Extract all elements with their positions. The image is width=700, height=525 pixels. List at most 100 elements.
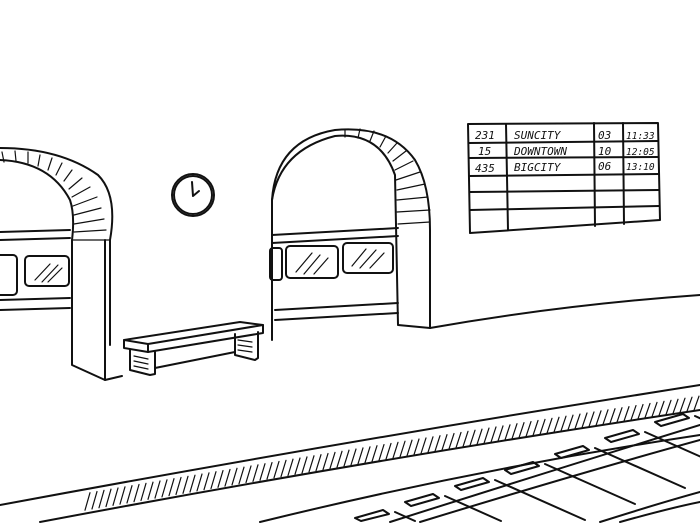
hatch-stroke	[343, 449, 350, 467]
hatch-stroke	[455, 431, 462, 449]
hatch-stroke	[581, 412, 588, 429]
platform-number: 10	[598, 145, 612, 158]
hatch-stroke	[427, 436, 434, 453]
hatch-stroke	[525, 420, 532, 438]
departure-time: 13:10	[626, 162, 655, 173]
hatch-stroke	[280, 459, 287, 478]
hatch-stroke	[252, 464, 259, 482]
train-left	[0, 229, 71, 311]
hatch-stroke	[539, 418, 546, 435]
sleeper	[654, 413, 700, 427]
hatch-stroke	[350, 448, 357, 466]
hatch-stroke	[287, 458, 294, 477]
hatch-stroke	[476, 428, 483, 446]
hatch-stroke	[98, 489, 105, 509]
hatch-stroke	[378, 443, 385, 461]
platform-number: 06	[598, 160, 612, 173]
sleeper	[554, 445, 686, 489]
hatch-stroke	[245, 465, 252, 484]
hatch-stroke	[483, 427, 490, 444]
destination: BIGCITY	[514, 161, 562, 174]
hatch-stroke	[329, 451, 336, 470]
departure-time: 11:33	[626, 131, 655, 142]
railway-tracks	[389, 424, 700, 523]
hatch-stroke	[609, 408, 616, 424]
train-number: 231	[475, 129, 495, 142]
hatch-stroke	[168, 478, 175, 497]
hatch-stroke	[532, 419, 539, 437]
hatch-stroke	[434, 435, 441, 452]
hatch-stroke	[322, 452, 329, 471]
hatch-stroke	[154, 480, 161, 499]
hatch-stroke	[504, 424, 511, 441]
hatch-stroke	[175, 476, 182, 496]
sleeper	[504, 461, 636, 505]
hatch-stroke	[672, 398, 679, 415]
hatch-stroke	[91, 490, 98, 510]
train-number: 15	[478, 145, 491, 158]
sleeper	[454, 477, 586, 521]
hatch-stroke	[294, 457, 301, 475]
right-arch	[271, 128, 431, 341]
hatch-stroke	[644, 402, 651, 419]
departure-board-frame	[467, 122, 661, 234]
hatch-stroke	[469, 429, 476, 447]
hatch-stroke	[574, 413, 581, 430]
hatch-stroke	[385, 442, 392, 460]
hatch-stroke	[679, 397, 686, 413]
board-row: 435 BIGCITY 06 13:10	[475, 160, 655, 175]
hatch-stroke	[511, 423, 518, 440]
hatch-stroke	[623, 406, 630, 422]
hatch-stroke	[357, 447, 364, 465]
hatch-stroke	[441, 434, 448, 451]
bench	[123, 321, 264, 376]
hatch-stroke	[140, 482, 147, 502]
hatch-stroke	[147, 481, 154, 500]
hatch-stroke	[651, 401, 658, 418]
hatch-stroke	[420, 437, 427, 455]
hatch-stroke	[133, 483, 140, 503]
hatch-stroke	[658, 400, 665, 417]
hatch-stroke	[217, 469, 224, 488]
hatch-stroke	[595, 410, 602, 427]
train-number: 435	[475, 162, 495, 175]
hatch-stroke	[189, 474, 196, 493]
hatch-stroke	[665, 399, 672, 416]
sleeper	[354, 509, 416, 522]
destination: SUNCITY	[514, 129, 562, 142]
platform-number: 03	[598, 129, 611, 142]
platform-edge-hatching	[84, 395, 700, 511]
hatch-stroke	[224, 468, 231, 487]
hatch-stroke	[112, 487, 119, 506]
sleeper	[404, 493, 502, 522]
hatch-stroke	[259, 463, 266, 481]
hatch-stroke	[448, 432, 455, 450]
destination: DOWNTOWN	[513, 145, 567, 158]
hatch-stroke	[560, 415, 567, 432]
hatch-stroke	[497, 425, 504, 442]
hatch-stroke	[182, 475, 189, 494]
hatch-stroke	[231, 467, 238, 486]
hatch-stroke	[546, 417, 553, 434]
hatch-stroke	[462, 430, 469, 448]
hatch-stroke	[196, 473, 203, 492]
sleeper	[604, 429, 700, 458]
hatch-stroke	[693, 395, 700, 411]
hatch-stroke	[84, 492, 91, 511]
left-arch	[0, 147, 123, 381]
hatch-stroke	[371, 445, 378, 463]
hatch-stroke	[161, 479, 168, 498]
hatch-stroke	[406, 439, 413, 457]
hatch-stroke	[315, 454, 322, 472]
hatch-stroke	[567, 414, 574, 431]
hatch-stroke	[238, 466, 245, 485]
board-row: 231 SUNCITY 03 11:33	[475, 129, 655, 142]
hatch-stroke	[273, 460, 280, 479]
hatch-stroke	[602, 409, 609, 425]
hatch-stroke	[308, 455, 315, 473]
wall-clock	[171, 173, 215, 217]
hatch-stroke	[203, 472, 210, 491]
